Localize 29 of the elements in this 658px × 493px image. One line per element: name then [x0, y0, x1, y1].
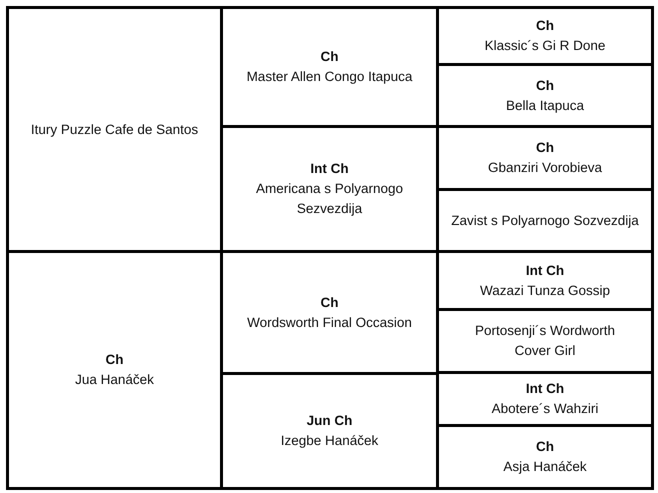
dog-name: Master Allen Congo Itapuca — [246, 68, 412, 86]
dog-name: Americana s Polyarnogo Sezvezdija — [254, 180, 404, 218]
dog-name: Portosenji´s Wordworth Cover Girl — [474, 322, 616, 360]
dog-name: Klassic´s Gi R Done — [484, 37, 606, 55]
dog-name: Bella Itapuca — [506, 96, 584, 115]
title-text: Jun Ch — [306, 412, 352, 430]
title-text: Ch — [536, 76, 554, 94]
pedigree-cell — [6, 250, 223, 490]
pedigree-cell — [6, 6, 223, 253]
title-text: Ch — [106, 351, 124, 369]
title-text: Ch — [536, 438, 554, 456]
dog-name: Jua Hanáček — [75, 371, 154, 389]
dog-name: Gbanziri Vorobieva — [488, 159, 602, 177]
title-text: Ch — [320, 48, 338, 66]
dog-name: Izegbe Hanáček — [280, 432, 378, 450]
dog-name: Abotere´s Wahziri — [492, 400, 598, 418]
dog-name: Itury Puzzle Cafe de Santos — [30, 120, 198, 139]
title-text: Int Ch — [310, 160, 349, 178]
pedigree-cell — [436, 6, 654, 66]
title-text: Ch — [320, 294, 338, 312]
title-text: Int Ch — [526, 262, 564, 280]
dog-name: Asja Hanáček — [503, 458, 587, 476]
dog-name: Wazazi Tunza Gossip — [480, 282, 610, 300]
title-text: Ch — [536, 139, 554, 157]
dog-name: Wordsworth Final Occasion — [247, 314, 412, 332]
title-text: Int Ch — [526, 380, 564, 398]
dog-name: Zavist s Polyarnogo Sozvezdija — [451, 212, 639, 230]
title-text: Ch — [536, 17, 554, 35]
pedigree-cell — [436, 424, 654, 490]
